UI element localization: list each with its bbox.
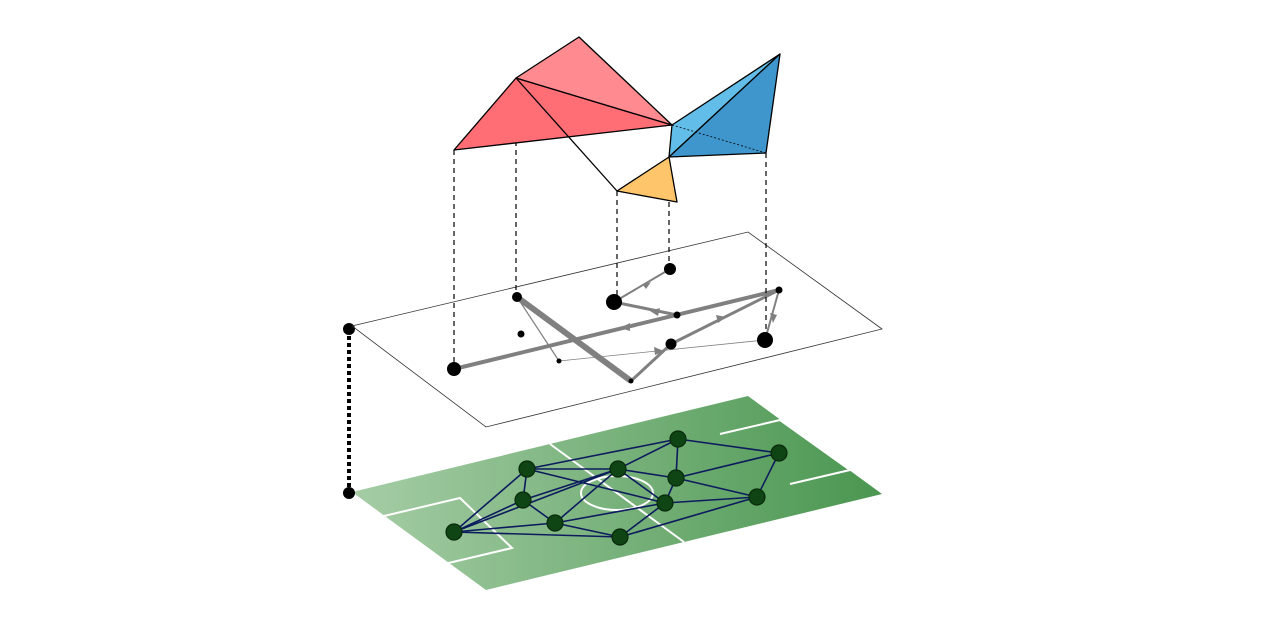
flow-node bbox=[606, 294, 622, 310]
flow-node bbox=[517, 330, 525, 338]
arrow-head bbox=[770, 313, 777, 323]
flow-node bbox=[556, 358, 562, 364]
player-node bbox=[656, 494, 674, 512]
flow-node bbox=[512, 292, 522, 302]
player-node bbox=[669, 430, 687, 448]
simplicial-complex-layer bbox=[453, 36, 781, 203]
arrow-head bbox=[620, 323, 630, 331]
red-hidden-edge bbox=[515, 77, 673, 126]
directed-graph-layer bbox=[351, 231, 883, 428]
right-penalty-box bbox=[719, 418, 853, 485]
player-node bbox=[770, 444, 788, 462]
flow-node bbox=[775, 286, 783, 294]
player-node bbox=[445, 523, 463, 541]
graph-plane bbox=[351, 231, 883, 428]
flow-node bbox=[628, 378, 634, 384]
arrow-head bbox=[650, 308, 660, 316]
orange-simplex-face bbox=[616, 156, 678, 203]
flow-nodes bbox=[447, 263, 783, 384]
layer-connector bbox=[343, 323, 355, 499]
flow-node bbox=[665, 338, 677, 350]
pitch-layer bbox=[352, 396, 882, 590]
left-penalty-box bbox=[383, 496, 515, 567]
flow-node bbox=[673, 311, 681, 319]
flow-node bbox=[664, 263, 676, 275]
directed-edges bbox=[453, 268, 780, 384]
edge-arrows bbox=[620, 282, 777, 355]
player-node bbox=[514, 491, 532, 509]
flow-node bbox=[757, 332, 773, 348]
connector-top-node bbox=[343, 323, 355, 335]
red-edge bbox=[515, 77, 618, 192]
player-node bbox=[748, 488, 766, 506]
player-node bbox=[609, 460, 627, 478]
arrow-head bbox=[643, 282, 651, 289]
connector-bottom-node bbox=[343, 487, 355, 499]
player-node bbox=[667, 469, 685, 487]
player-node bbox=[518, 460, 536, 478]
arrow-head bbox=[654, 347, 664, 355]
blue-hidden-edge bbox=[671, 124, 767, 154]
player-node bbox=[611, 528, 629, 546]
arrow-head bbox=[716, 315, 726, 323]
player-nodes bbox=[445, 430, 788, 546]
player-node bbox=[546, 514, 564, 532]
blue-simplex-face-dark bbox=[668, 53, 781, 158]
